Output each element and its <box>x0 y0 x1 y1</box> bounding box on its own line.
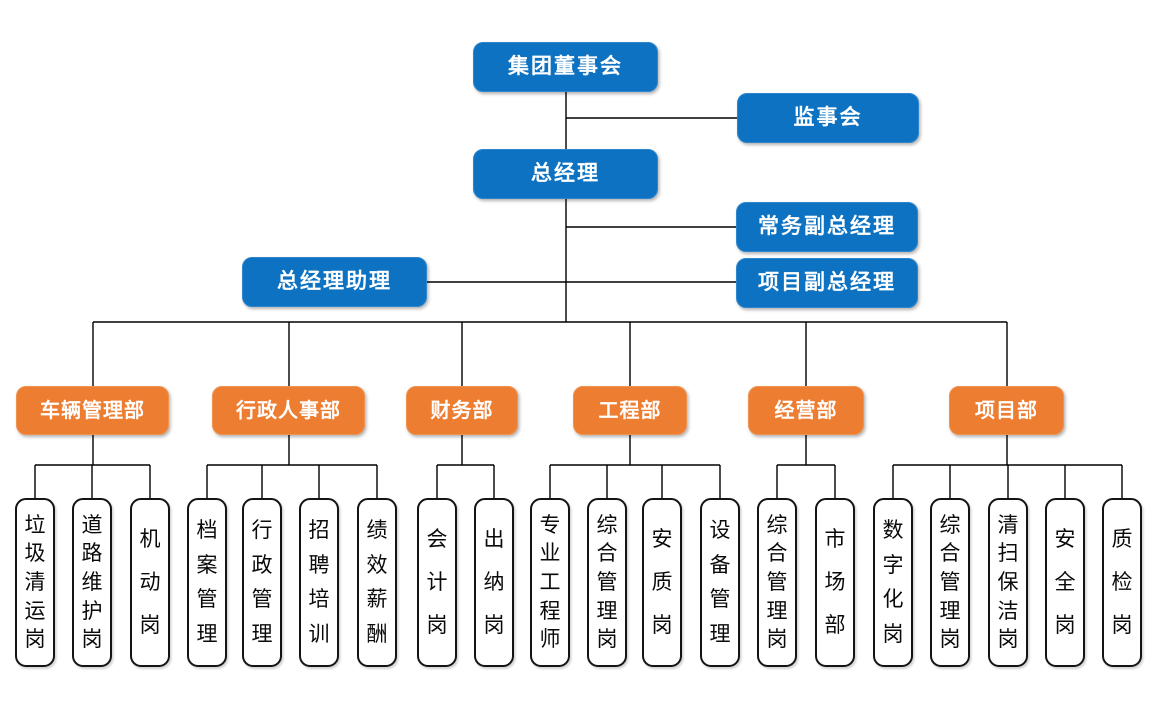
post-recruitment-training: 招聘培训 <box>299 498 339 667</box>
post-quality-inspection: 质检岗 <box>1102 498 1142 667</box>
dept-project: 项目部 <box>949 386 1064 435</box>
post-equipment-management: 设备管理 <box>700 498 740 667</box>
post-performance-compensation: 绩效薪酬 <box>357 498 397 667</box>
dept-engineering: 工程部 <box>573 386 687 435</box>
node-executive-deputy-gm: 常务副总经理 <box>736 202 918 252</box>
dept-business: 经营部 <box>748 386 864 435</box>
post-safety-quality: 安质岗 <box>642 498 682 667</box>
node-group-board: 集团董事会 <box>473 42 658 92</box>
node-supervisory-board: 监事会 <box>737 93 919 143</box>
post-archive-management: 档案管理 <box>187 498 227 667</box>
node-project-deputy-gm: 项目副总经理 <box>736 258 918 308</box>
post-general-management-engineering: 综合管理岗 <box>587 498 627 667</box>
post-road-maintenance: 道路维护岗 <box>72 498 112 667</box>
post-mobile: 机动岗 <box>130 498 170 667</box>
post-market-dept: 市场部 <box>815 498 855 667</box>
dept-finance: 财务部 <box>406 386 518 435</box>
post-digitalization: 数字化岗 <box>873 498 913 667</box>
post-general-management-project: 综合管理岗 <box>930 498 970 667</box>
node-gm-assistant: 总经理助理 <box>242 257 427 307</box>
dept-vehicle-management: 车辆管理部 <box>16 386 169 435</box>
post-accounting: 会计岗 <box>417 498 457 667</box>
node-general-manager: 总经理 <box>473 149 658 199</box>
post-safety: 安全岗 <box>1045 498 1085 667</box>
post-cleaning-sanitation: 清扫保洁岗 <box>988 498 1028 667</box>
post-admin-management: 行政管理 <box>242 498 282 667</box>
post-professional-engineer: 专业工程师 <box>530 498 570 667</box>
post-garbage-collection: 垃圾清运岗 <box>15 498 55 667</box>
post-general-management-business: 综合管理岗 <box>757 498 797 667</box>
dept-admin-hr: 行政人事部 <box>212 386 365 435</box>
post-cashier: 出纳岗 <box>474 498 514 667</box>
